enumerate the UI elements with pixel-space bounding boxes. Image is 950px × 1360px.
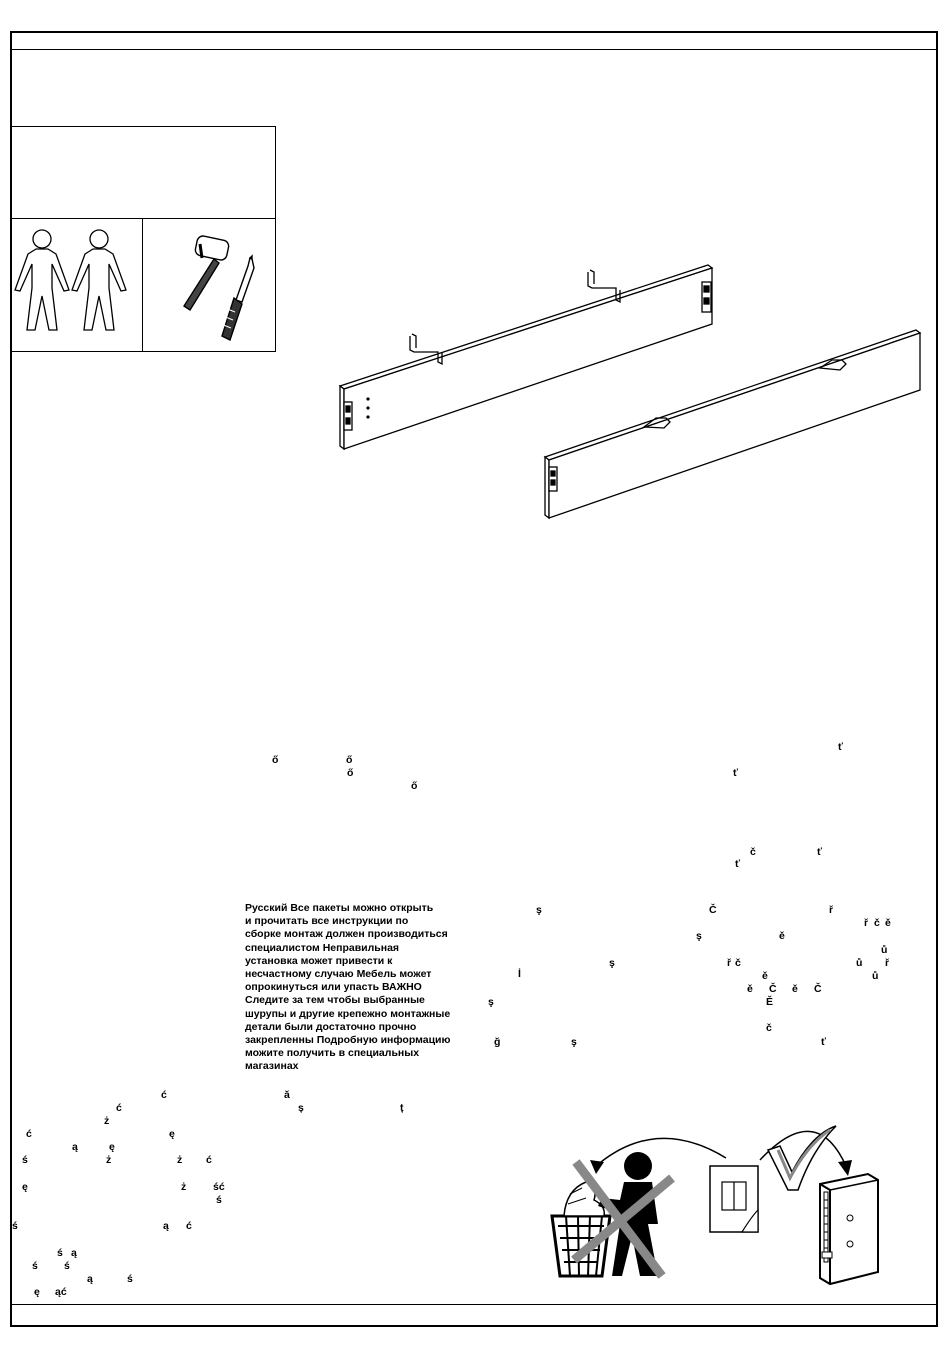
glyph-pl-20: ś [64,1260,70,1272]
glyph-cz-12: ů [881,944,888,956]
russian-line: специалистом Неправильная [245,941,400,954]
russian-line: можите получить в специальных [245,1047,420,1060]
russian-line: закрепленны Подробную информацию [245,1034,451,1047]
requirements-box-split [142,218,143,352]
glyph-cz-4: ť [817,846,823,858]
glyph-cz-18: ů [872,970,879,982]
glyph-cz-9: č [874,917,880,929]
russian-line: магазинах [245,1060,299,1073]
glyph-pl-12: ść [213,1181,225,1193]
tools-icon [183,235,255,341]
glyph-pl-19: ś [32,1260,38,1272]
glyph-pl-3: ę [169,1128,175,1140]
glyph-pl-1: ż [104,1115,110,1127]
glyph-ro-1: ć [161,1089,167,1101]
glyph-cz-3: č [750,846,756,858]
russian-line: сборке монтаж должен производиться [245,928,448,941]
glyph-pl-22: ś [127,1273,133,1285]
glyph-ro-4: ș [298,1102,304,1114]
page-frame [10,31,938,1327]
glyph-hu-3: ő [347,767,354,779]
glyph-cz-22: Č [814,983,822,995]
glyph-hu-2: ő [346,754,353,766]
glyph-ro-2: ă [284,1089,290,1101]
requirements-box-divider [10,218,276,219]
glyph-cz-15: ů [856,957,863,969]
glyph-pl-2: ć [26,1128,32,1140]
glyph-cz-6: Č [709,904,717,916]
glyph-pl-10: ę [22,1181,28,1193]
two-persons-icon [14,229,127,331]
glyph-tr-5: ş [488,996,494,1008]
russian-line: несчастному случаю Мебель может [245,968,432,981]
glyph-tr-3: ş [609,957,615,969]
instruction-sheet-icon [709,1165,759,1233]
glyph-pl-5: ę [109,1141,115,1153]
glyph-cz-1: ť [838,741,844,753]
russian-line: и прочитать все инструкции по [245,915,409,928]
glyph-pl-9: ć [206,1154,212,1166]
glyph-cz-21: ě [792,983,798,995]
keep-instructions-pictogram [550,1125,879,1286]
panel-illustration [338,264,922,520]
binder-icon [819,1172,879,1286]
glyph-pl-13: ś [216,1194,222,1206]
header-divider [10,49,938,50]
glyph-cz-25: ť [821,1036,827,1048]
glyph-pl-8: ż [177,1154,183,1166]
russian-line: Следите за тем чтобы выбранные [245,994,425,1007]
glyph-cz-8: ř [864,917,869,929]
glyph-cz-7: ř [829,904,834,916]
glyph-cz-5: ť [735,858,741,870]
glyph-tr-7: ş [571,1036,577,1048]
prohibited-cross-icon [571,1159,675,1279]
glyph-tr-4: İ [518,968,521,980]
glyph-ro-3: ć [116,1102,122,1114]
glyph-cz-16: ř [885,957,890,969]
glyph-cz-20: Č [769,983,777,995]
glyph-pl-7: ż [106,1154,112,1166]
russian-line: шурупы и другие крепежно монтажные [245,1007,451,1020]
russian-line: установка может привести к [245,954,393,967]
glyph-cz-11: ě [779,930,785,942]
glyph-cz-10: ě [885,917,891,929]
glyph-hu-4: ő [411,780,418,792]
russian-line: опрокинуться или упасть ВАЖНО [245,981,422,994]
glyph-tr-1: ş [536,904,542,916]
glyph-cz-2: ť [733,767,739,779]
glyph-pl-24: ąć [55,1286,67,1298]
glyph-pl-6: ś [22,1154,28,1166]
glyph-pl-11: ż [181,1181,187,1193]
glyph-cz-17: ě [762,970,768,982]
requirements-box [10,126,276,352]
glyph-hu-1: ő [272,754,279,766]
footer-divider [10,1304,938,1305]
glyph-pl-15: ą [163,1220,169,1232]
glyph-pl-4: ą [72,1141,78,1153]
glyph-pl-23: ę [34,1286,40,1298]
glyph-cz-14: č [735,957,741,969]
glyph-cz-13: ř [727,957,732,969]
glyph-pl-18: ą [71,1247,77,1259]
russian-line: Русский Все пакеты можно открыть [245,902,434,914]
glyph-cz-19: ě [747,983,753,995]
glyph-cz-24: č [766,1022,772,1034]
glyph-tr-2: ş [696,930,702,942]
glyph-cz-23: Ě [766,996,774,1008]
russian-line: детали были достаточно прочно [245,1020,417,1033]
glyph-pl-16: ć [186,1220,192,1232]
waste-basket-icon [550,1181,612,1278]
glyph-tr-6: ğ [494,1036,501,1048]
glyph-pl-14: ś [12,1220,18,1232]
russian-instructions: Русский Все пакеты можно открыть и прочи… [245,902,485,1074]
glyph-pl-17: ś [57,1247,63,1259]
glyph-pl-21: ą [87,1273,93,1285]
glyph-ro-5: ț [400,1102,404,1114]
